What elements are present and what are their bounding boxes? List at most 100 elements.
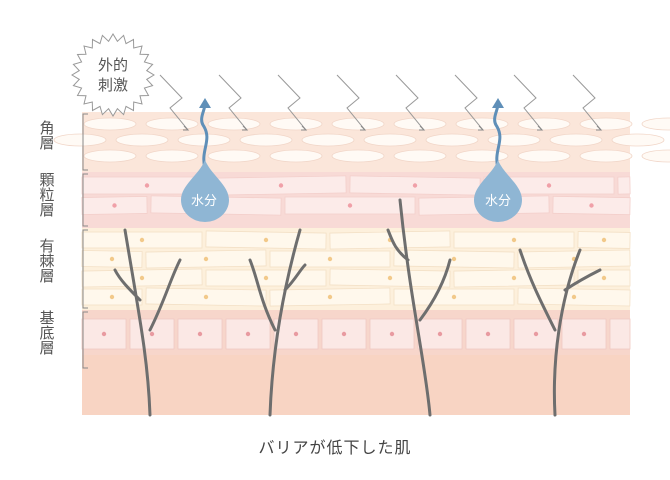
layer-bracket (82, 229, 88, 309)
hair-root (113, 228, 182, 417)
cell-nucleus (101, 331, 107, 337)
cell-nucleus (203, 256, 209, 262)
cell-nucleus (601, 237, 607, 243)
corneocyte (455, 149, 509, 163)
hair-root (518, 248, 602, 417)
cell-nucleus (139, 275, 145, 281)
cell-nucleus (245, 331, 251, 337)
cell-nucleus (451, 294, 457, 300)
external-stimulus-label: 外的 刺激 (88, 55, 138, 95)
cell-nucleus (485, 331, 491, 337)
corneocyte (83, 117, 137, 131)
layer-label: 顆粒層 (37, 172, 56, 217)
stimulus-line-2: 刺激 (97, 76, 128, 94)
cell-nucleus (571, 294, 577, 300)
corneocyte (611, 133, 665, 147)
hair-root (248, 228, 307, 417)
cell-nucleus (347, 203, 353, 208)
cell (617, 176, 631, 195)
cell-nucleus (197, 331, 203, 337)
arrow-head-icon (478, 125, 485, 131)
arrow-head-icon (360, 125, 367, 131)
cell-nucleus (263, 237, 269, 243)
water-evaporation-arrow (493, 103, 502, 169)
cell (609, 318, 631, 350)
corneocyte (301, 133, 355, 147)
layer-label: 有棘層 (37, 238, 56, 283)
corneocyte (207, 117, 261, 131)
arrow-up-icon (199, 98, 211, 108)
label-stratum-corneum: 角層 (36, 120, 56, 155)
arrow-head-icon (183, 125, 190, 131)
cell-nucleus (581, 331, 587, 337)
corneocyte (641, 117, 670, 131)
arrow-head-icon (242, 125, 249, 131)
cell-nucleus (589, 203, 594, 208)
cell-nucleus (149, 331, 155, 337)
cell-nucleus (293, 331, 299, 337)
label-stratum-granulosum: 顆粒層 (36, 172, 56, 222)
corneocyte (177, 133, 231, 147)
corneocyte (579, 117, 633, 131)
corneocyte (239, 133, 293, 147)
cell-nucleus (327, 256, 333, 262)
cell-nucleus (412, 183, 418, 188)
cell-nucleus (511, 237, 517, 243)
stimulus-arrow (277, 74, 307, 131)
stimulus-arrow (454, 74, 484, 131)
water-drop-icon-1 (181, 160, 229, 222)
stimulus-arrow (159, 74, 189, 131)
corneocyte (393, 117, 447, 131)
label-stratum-basale: 基底層 (36, 310, 56, 360)
corneocyte (517, 117, 571, 131)
stimulus-arrow (513, 74, 543, 131)
corneocyte (269, 117, 323, 131)
stimulus-arrow (572, 74, 602, 131)
dermis-layer (82, 355, 630, 415)
cell-nucleus (546, 183, 552, 188)
cell-nucleus (387, 275, 393, 281)
cell-nucleus (533, 331, 539, 337)
cell-nucleus (144, 183, 150, 188)
stimulus-arrow (395, 74, 425, 131)
corneocyte (83, 149, 137, 163)
corneocyte (517, 149, 571, 163)
cell-nucleus (601, 275, 607, 281)
corneocyte (641, 149, 670, 163)
cell-nucleus (389, 331, 395, 337)
cell (321, 318, 367, 350)
corneocyte (53, 133, 107, 147)
cell-nucleus (263, 275, 269, 281)
layer-label: 角層 (37, 120, 56, 150)
cell-nucleus (278, 183, 284, 188)
corneocyte (331, 149, 385, 163)
corneocyte (207, 149, 261, 163)
arrow-head-icon (301, 125, 308, 131)
corneocyte (579, 149, 633, 163)
layer-bracket (82, 113, 88, 171)
arrow-head-icon (596, 125, 603, 131)
cell-nucleus (109, 294, 115, 300)
corneocyte (331, 117, 385, 131)
corneocyte (549, 133, 603, 147)
corneocyte (115, 133, 169, 147)
cell-nucleus (511, 275, 517, 281)
corneocyte (269, 149, 323, 163)
cell-nucleus (139, 237, 145, 243)
arrow-head-icon (419, 125, 426, 131)
cell-nucleus (437, 331, 443, 337)
cell-nucleus (112, 203, 117, 208)
water-drop-icon-2 (474, 160, 522, 222)
layer-bracket (82, 311, 88, 369)
caption: バリアが低下した肌 (258, 438, 412, 457)
layer-bracket (82, 173, 88, 227)
cell-nucleus (327, 294, 333, 300)
stimulus-line-1: 外的 (97, 56, 128, 74)
stimulus-burst-icon (71, 33, 155, 117)
cell-nucleus (451, 256, 457, 262)
water-evaporation-arrow (200, 103, 209, 169)
layer-label: 基底層 (37, 310, 56, 355)
corneocyte (393, 149, 447, 163)
cell-nucleus (341, 331, 347, 337)
